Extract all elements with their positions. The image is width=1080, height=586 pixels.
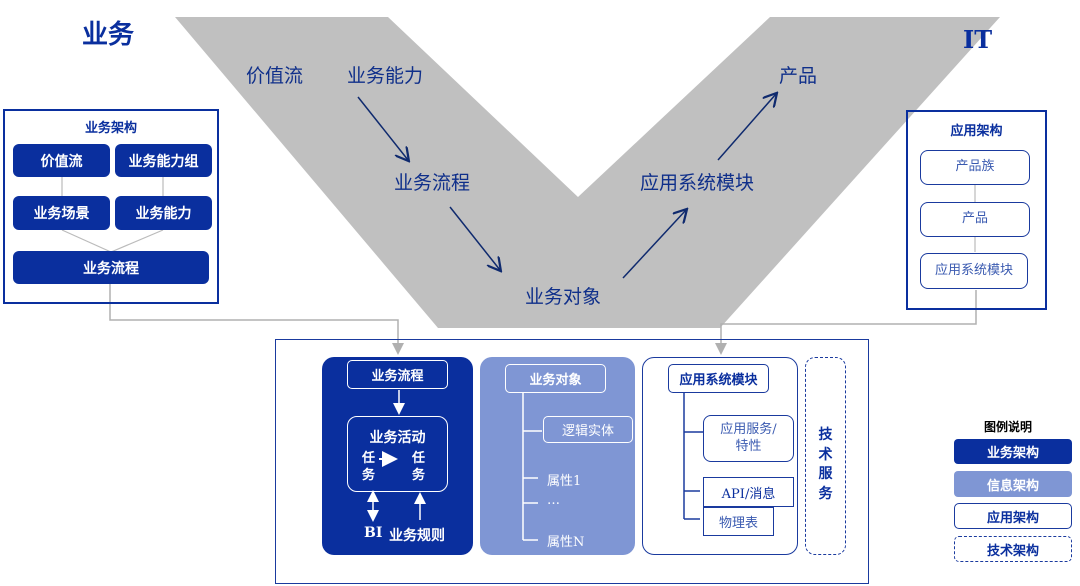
logical-entity-box: 逻辑实体 xyxy=(543,416,633,443)
detail-panel xyxy=(275,339,869,584)
box-business-process: 业务流程 xyxy=(13,251,209,284)
v-label-business-object: 业务对象 xyxy=(525,286,602,308)
box-value-stream: 价值流 xyxy=(13,144,110,177)
arrow-module-to-product xyxy=(717,94,776,161)
detail-app-module: 应用系统模块 xyxy=(668,364,769,393)
app-arch-panel: 应用架构 xyxy=(906,110,1047,310)
information-tree-lines xyxy=(522,393,542,541)
tech-service-label: 技术服务 xyxy=(818,427,833,502)
business-activity-box: 业务活动 任务 任务 xyxy=(347,416,448,492)
arrow-object-to-module xyxy=(622,210,686,279)
connector-left xyxy=(109,282,404,355)
api-message-box: API/消息 xyxy=(703,477,794,507)
task-b: 任务 xyxy=(412,451,426,483)
connector-right xyxy=(715,290,977,355)
business-arch-panel: 业务架构 xyxy=(3,109,219,304)
legend-title: 图例说明 xyxy=(984,420,1033,434)
box-app-module: 应用系统模块 xyxy=(920,253,1028,289)
app-arch-title: 应用架构 xyxy=(950,124,1003,139)
detail-business-process: 业务流程 xyxy=(347,360,448,389)
tech-column: 技术服务 xyxy=(805,357,846,555)
v-shape xyxy=(175,17,1000,328)
business-arrows xyxy=(367,390,426,522)
physical-table-box: 物理表 xyxy=(703,507,774,536)
attribute-ellipsis: … xyxy=(547,493,560,508)
v-label-business-process: 业务流程 xyxy=(394,172,471,194)
it-corner-label: IT xyxy=(963,25,993,54)
bi-label: BI xyxy=(364,525,383,541)
legend-app-arch: 应用架构 xyxy=(954,503,1072,529)
box-business-capability: 业务能力 xyxy=(115,196,212,230)
application-column xyxy=(642,357,798,555)
business-activity-label: 业务活动 xyxy=(369,430,426,446)
box-capability-group: 业务能力组 xyxy=(115,144,212,177)
legend-business-arch: 业务架构 xyxy=(954,439,1072,464)
legend-info-arch: 信息架构 xyxy=(954,471,1072,497)
v-label-app-module: 应用系统模块 xyxy=(640,172,755,194)
box-product-family: 产品族 xyxy=(920,150,1030,185)
box-business-scenario: 业务场景 xyxy=(13,196,110,230)
arrow-capability-to-process xyxy=(357,96,408,160)
app-service-box: 应用服务/特性 xyxy=(703,415,794,462)
attribute-n: 属性N xyxy=(547,535,585,550)
box-product: 产品 xyxy=(920,202,1030,237)
v-label-business-capability: 业务能力 xyxy=(347,65,424,87)
application-tree-lines xyxy=(683,393,703,520)
v-label-value-stream: 价值流 xyxy=(246,65,304,87)
task-a: 任务 xyxy=(362,451,376,483)
business-arch-title: 业务架构 xyxy=(84,121,137,136)
business-rules-label: 业务规则 xyxy=(389,528,445,544)
arrow-process-to-object xyxy=(449,206,500,270)
detail-business-object: 业务对象 xyxy=(505,364,606,393)
attribute-1: 属性1 xyxy=(547,474,582,489)
business-corner-label: 业务 xyxy=(82,20,135,50)
legend-tech-arch: 技术架构 xyxy=(954,536,1072,562)
v-label-product: 产品 xyxy=(779,65,818,87)
